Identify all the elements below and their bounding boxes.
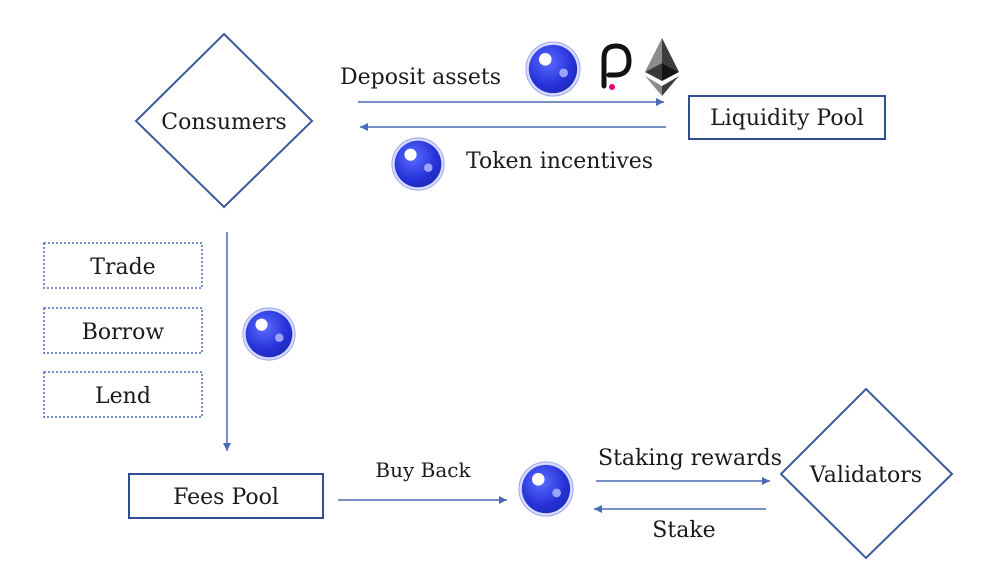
action-trade-label: Trade — [90, 255, 155, 280]
action-borrow: Borrow — [43, 307, 203, 354]
token-icon — [242, 307, 296, 361]
consumers-label: Consumers — [161, 110, 286, 135]
ethereum-logo-icon — [645, 38, 679, 96]
stake-label: Stake — [652, 518, 715, 543]
fees-pool-node: Fees Pool — [128, 473, 324, 519]
action-lend: Lend — [43, 371, 203, 418]
liquidity-pool-node: Liquidity Pool — [688, 95, 886, 140]
token-icon — [518, 461, 574, 517]
consumers-node: Consumers — [134, 32, 314, 209]
action-lend-label: Lend — [95, 384, 151, 409]
validators-node: Validators — [779, 387, 954, 560]
liquidity-pool-label: Liquidity Pool — [710, 106, 864, 131]
deposit-assets-label: Deposit assets — [340, 65, 501, 90]
polkadot-logo-icon — [601, 43, 632, 90]
action-borrow-label: Borrow — [82, 320, 165, 345]
fees-pool-label: Fees Pool — [173, 485, 279, 510]
token-incentives-label: Token incentives — [466, 149, 653, 174]
validators-label: Validators — [809, 463, 922, 488]
buy-back-label: Buy Back — [375, 458, 471, 482]
action-trade: Trade — [43, 242, 203, 289]
staking-rewards-label: Staking rewards — [598, 446, 782, 471]
token-icon — [391, 137, 445, 191]
token-icon — [525, 41, 581, 97]
